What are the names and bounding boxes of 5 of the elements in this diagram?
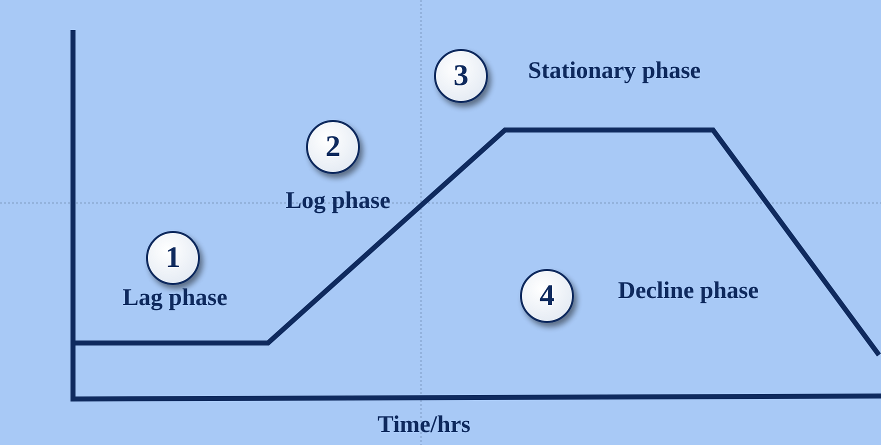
phase-label: Lag phase bbox=[122, 286, 228, 310]
phase-label: Log phase bbox=[286, 189, 390, 213]
axis-label: Time/hrs bbox=[378, 413, 470, 437]
phase-label: Decline phase bbox=[618, 279, 759, 303]
phase-label: Stationary phase bbox=[528, 59, 701, 83]
